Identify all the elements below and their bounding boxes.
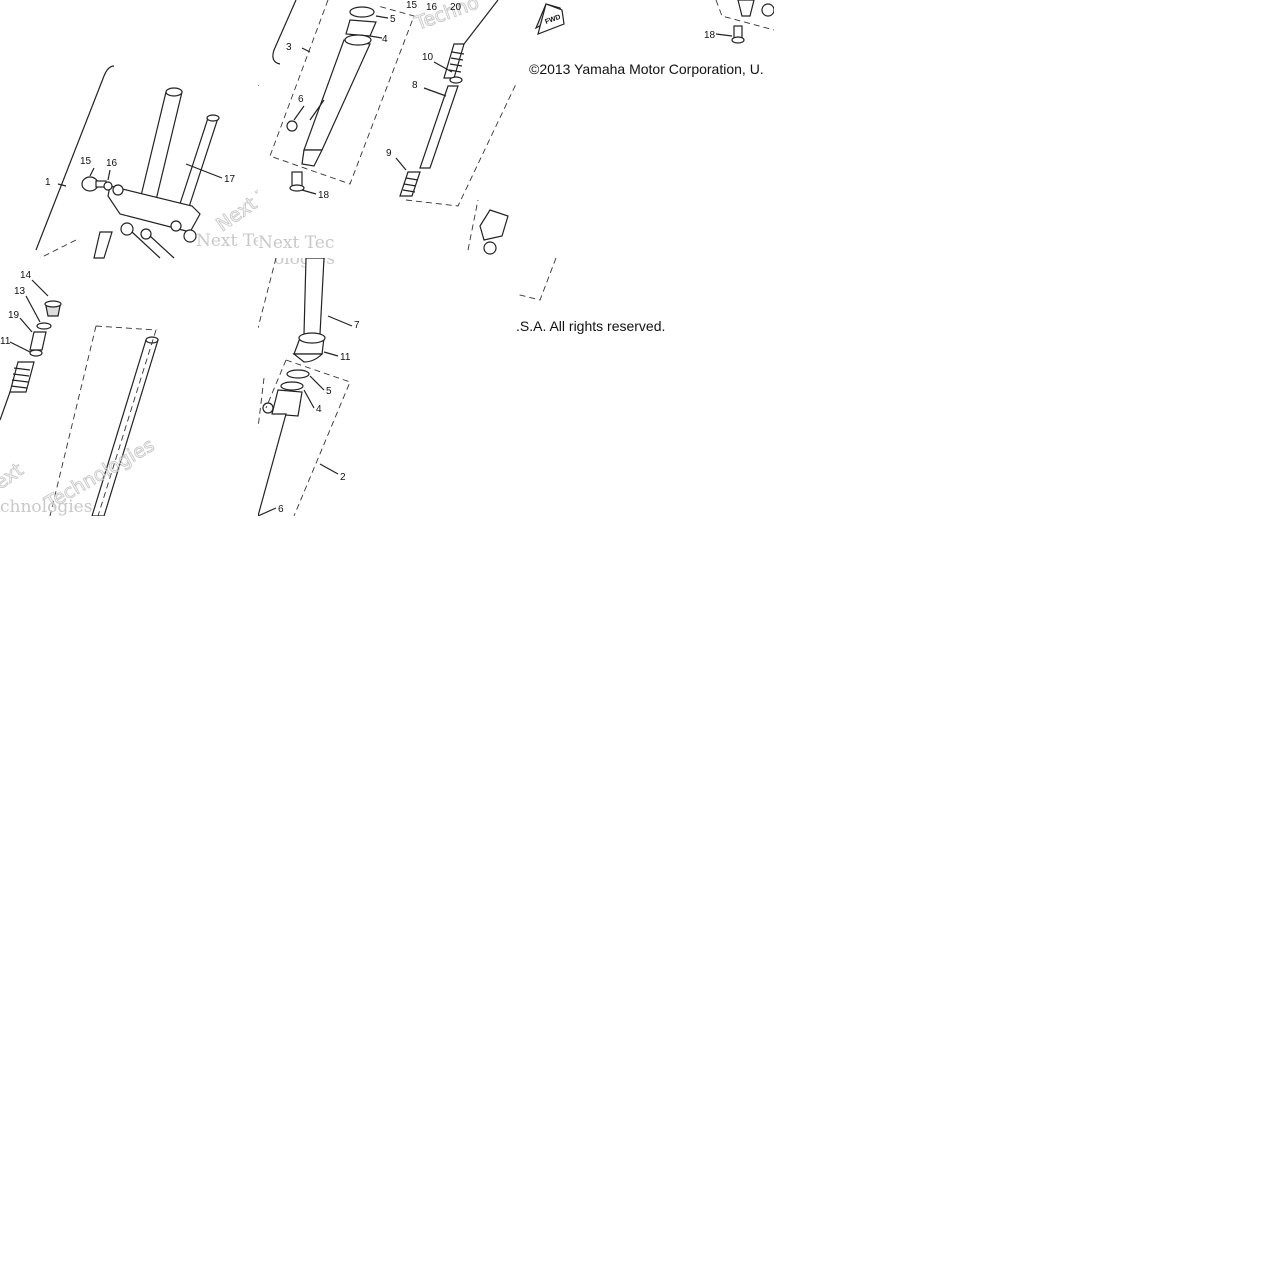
- damper-rod: [399, 0, 499, 197]
- diagram-tile-lower: ologies 7 11 5 4 2 6: [258, 258, 516, 516]
- group-bracket: [35, 65, 115, 251]
- callout-6: 6: [278, 504, 284, 515]
- callout-1: 1: [45, 177, 51, 188]
- parts-diagram-middle: Techno Next Tec 3 5 4 15 16 20 21 12 6 1…: [258, 0, 516, 255]
- group-bracket: [272, 0, 297, 65]
- fork-spring-stack: [0, 300, 62, 421]
- callout-13: 13: [14, 286, 26, 297]
- parts-diagram-right-lower: [516, 258, 557, 301]
- callout-14: 14: [20, 270, 32, 281]
- parts-diagram-left: Next Tec Next Tec 1 15 16 17 ext Technol…: [0, 65, 258, 516]
- copyright-text-part1: ©2013 Yamaha Motor Corporation, U.: [529, 61, 764, 77]
- callout-4: 4: [382, 34, 388, 45]
- callout-8: 8: [412, 80, 418, 91]
- watermark: Next Tec: [258, 233, 334, 253]
- callout-11: 11: [0, 336, 11, 347]
- callout-15: 15: [406, 0, 418, 11]
- callout-9: 9: [386, 148, 392, 159]
- callout-15: 15: [80, 156, 92, 167]
- callout-19: 19: [8, 310, 20, 321]
- diagram-tile-middle: Techno Next Tec 3 5 4 15 16 20 21 12 6 1…: [258, 0, 516, 258]
- oil-seal: [286, 369, 310, 379]
- fork-inner-tube: [292, 258, 326, 363]
- diagram-tile-left: Next Tec Next Tec 1 15 16 17 ext Technol…: [0, 0, 258, 516]
- fwd-arrow-icon: FWD: [534, 3, 565, 35]
- callout-11: 11: [340, 352, 351, 363]
- watermark: ext: [0, 459, 27, 494]
- callout-2: 2: [340, 472, 346, 483]
- bolt-15: [81, 176, 113, 192]
- callout-7: 7: [354, 320, 360, 331]
- axle-holder: [467, 199, 509, 255]
- callout-16: 16: [106, 158, 118, 169]
- diagram-tile-right: FWD 18 ©2013 Yamaha Motor Corporation, U…: [516, 0, 774, 258]
- watermark: Next Tec: [196, 231, 258, 251]
- watermark: chnologies: [0, 497, 92, 516]
- parts-diagram-lower: ologies 7 11 5 4 2 6: [258, 258, 360, 516]
- callout-10: 10: [422, 52, 434, 63]
- callout-4: 4: [316, 404, 322, 415]
- copyright-text-part2: .S.A. All rights reserved.: [516, 318, 666, 334]
- callout-16: 16: [426, 2, 438, 13]
- bolt-18: [731, 25, 745, 44]
- callout-6: 6: [298, 94, 304, 105]
- watermark: ologies: [274, 258, 335, 269]
- callout-21: 21: [258, 78, 260, 89]
- callout-17: 17: [224, 174, 236, 185]
- diagram-tile-right-lower: .S.A. All rights reserved.: [516, 258, 774, 516]
- callout-3: 3: [286, 42, 292, 53]
- callout-5: 5: [390, 14, 396, 25]
- fork-tube-upper: [139, 87, 223, 211]
- callout-18: 18: [318, 190, 330, 201]
- parts-diagram-right: FWD 18: [534, 0, 774, 44]
- callout-18: 18: [704, 30, 716, 41]
- callout-5: 5: [326, 386, 332, 397]
- outer-tube: [286, 6, 377, 167]
- watermark: Techno: [411, 0, 482, 35]
- bolt-18: [289, 171, 305, 192]
- callout-20: 20: [450, 2, 462, 13]
